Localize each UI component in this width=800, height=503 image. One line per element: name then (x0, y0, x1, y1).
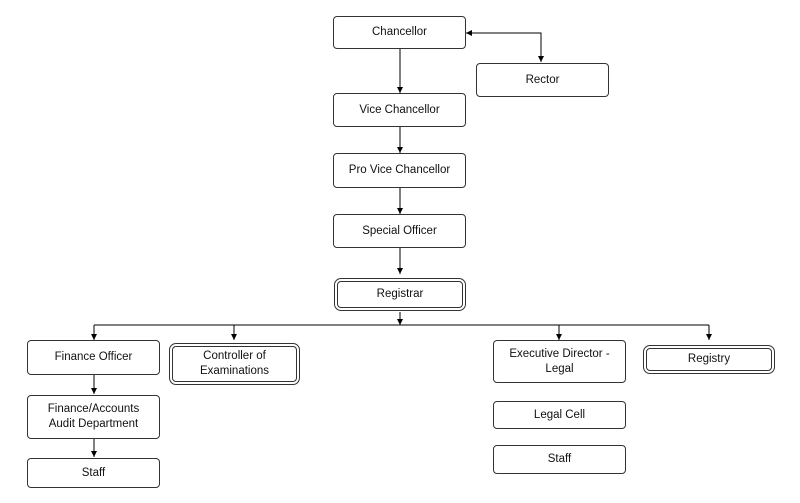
node-chancellor: Chancellor (333, 16, 466, 49)
node-executive-director-legal: Executive Director - Legal (493, 340, 626, 383)
node-finance-accounts-audit-label: Finance/Accounts Audit Department (47, 403, 140, 430)
node-finance-accounts-audit: Finance/Accounts Audit Department (27, 395, 160, 439)
node-vice-chancellor: Vice Chancellor (333, 93, 466, 127)
node-finance-officer: Finance Officer (27, 340, 160, 375)
node-controller-of-examinations-label: Controller of Examinations (199, 350, 270, 377)
node-registry: Registry (643, 345, 775, 374)
node-finance-staff: Staff (27, 458, 160, 488)
node-controller-of-examinations: Controller of Examinations (169, 343, 300, 385)
node-vice-chancellor-label: Vice Chancellor (359, 103, 440, 116)
node-special-officer: Special Officer (333, 214, 466, 248)
node-pro-vice-chancellor-label: Pro Vice Chancellor (348, 164, 451, 176)
connector-chancellor-rector (466, 30, 544, 62)
node-executive-director-legal-label: Executive Director - Legal (509, 347, 610, 375)
node-legal-staff-label: Staff (547, 453, 572, 465)
node-special-officer-label: Special Officer (362, 224, 437, 237)
node-pro-vice-chancellor: Pro Vice Chancellor (333, 153, 466, 188)
node-chancellor-label: Chancellor (372, 26, 427, 38)
node-legal-cell: Legal Cell (493, 401, 626, 429)
node-finance-staff-label: Staff (81, 466, 106, 479)
node-finance-officer-label: Finance Officer (54, 351, 133, 363)
node-rector: Rector (476, 63, 609, 97)
node-rector-label: Rector (525, 73, 560, 86)
node-registrar: Registrar (334, 278, 466, 311)
node-registrar-label: Registrar (376, 288, 424, 300)
node-legal-cell-label: Legal Cell (533, 408, 586, 421)
node-legal-staff: Staff (493, 445, 626, 474)
node-registry-label: Registry (687, 353, 731, 365)
